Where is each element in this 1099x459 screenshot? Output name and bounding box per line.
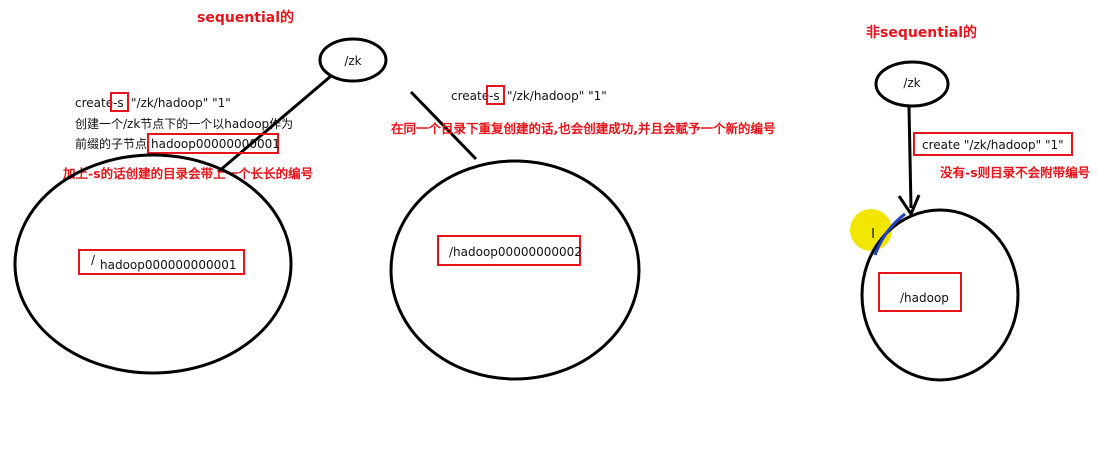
right-arrow-shaft bbox=[907, 106, 913, 209]
right-arrow-head bbox=[897, 194, 921, 218]
left-desc-node: hadoop00000000001 bbox=[151, 137, 280, 151]
left-child1-slash: / bbox=[91, 253, 96, 267]
left-child2-node bbox=[389, 159, 641, 381]
left-desc-line2-prefix: 前缀的子节点 bbox=[75, 136, 147, 151]
left-root-node bbox=[318, 37, 388, 83]
text-cursor-icon: I bbox=[871, 227, 875, 242]
right-root-label: /zk bbox=[903, 76, 920, 90]
left-cmd2-create: create bbox=[451, 89, 489, 103]
left-root-label: /zk bbox=[344, 54, 361, 68]
left-cmd2-flag: -s bbox=[489, 89, 500, 103]
left-edge-child1 bbox=[217, 74, 332, 174]
left-desc-node-box bbox=[147, 133, 279, 154]
left-edge-child2 bbox=[409, 90, 478, 161]
left-cmd1-flag: -s bbox=[113, 96, 124, 110]
right-title: 非sequential的 bbox=[866, 24, 977, 41]
left-cmd2-args: "/zk/hadoop" "1" bbox=[507, 89, 607, 103]
left-child2-box bbox=[437, 235, 581, 266]
right-child-node bbox=[860, 208, 1020, 382]
left-note2: 在同一个目录下重复创建的话,也会创建成功,并且会赋予一个新的编号 bbox=[391, 121, 776, 136]
right-note: 没有-s则目录不会附带编号 bbox=[940, 165, 1090, 180]
left-cmd2-flag-box bbox=[486, 85, 505, 105]
left-note: 加上-s的话创建的目录会带上一个长长的编号 bbox=[62, 166, 313, 181]
left-child1-node bbox=[13, 153, 293, 375]
left-child2-label: /hadoop00000000002 bbox=[449, 245, 582, 259]
right-child-highlight-arc bbox=[873, 212, 906, 256]
left-desc-line1: 创建一个/zk节点下的一个以hadoop作为 bbox=[75, 116, 293, 131]
left-cmd1-flag-box bbox=[110, 92, 129, 112]
left-title: sequential的 bbox=[197, 9, 294, 26]
left-cmd1-args: "/zk/hadoop" "1" bbox=[131, 96, 231, 110]
right-cmd: create "/zk/hadoop" "1" bbox=[922, 138, 1064, 152]
left-cmd1-create: create bbox=[75, 96, 113, 110]
right-child-box bbox=[878, 272, 962, 312]
left-child1-label: hadoop000000000001 bbox=[100, 258, 237, 272]
right-root-node bbox=[874, 60, 950, 108]
right-cmd-box bbox=[913, 132, 1073, 156]
right-child-label: /hadoop bbox=[900, 291, 949, 305]
left-child1-box bbox=[78, 249, 245, 275]
